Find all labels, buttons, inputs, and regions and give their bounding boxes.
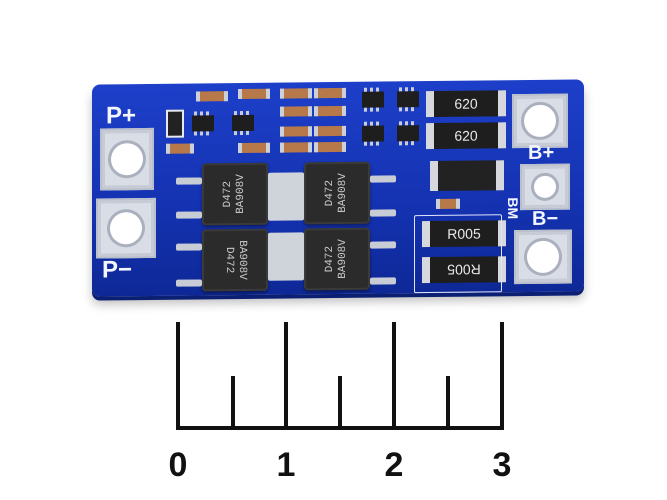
ruler-label-0: 0 xyxy=(168,446,188,484)
ruler-label-2: 2 xyxy=(384,446,404,484)
ruler-label-3: 3 xyxy=(492,446,512,484)
ruler-label-1: 1 xyxy=(276,446,296,484)
